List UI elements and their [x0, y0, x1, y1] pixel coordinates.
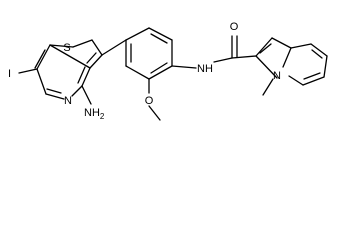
sulfur-label: S: [63, 42, 70, 54]
bond: [125, 65, 150, 80]
bond: [18, 68, 38, 74]
bond: [255, 37, 273, 57]
bond: [125, 27, 150, 41]
bond: [259, 43, 272, 54]
indole-nitrogen-label: N: [273, 70, 281, 82]
bond: [77, 66, 86, 84]
bond: [49, 44, 74, 48]
bond: [81, 67, 91, 87]
bond: [171, 65, 197, 69]
bond: [213, 57, 233, 63]
bond: [262, 78, 274, 96]
bond: [49, 44, 91, 69]
bond: [86, 52, 97, 64]
pyridine-nitrogen-label: N: [64, 95, 72, 107]
bond: [310, 43, 328, 57]
bond: [282, 47, 292, 68]
bond: [271, 37, 292, 49]
bond: [288, 75, 304, 86]
bond: [45, 93, 65, 100]
carbonyl-oxygen-label: O: [230, 21, 239, 33]
methoxy-oxygen-label: O: [145, 95, 154, 107]
amide-nh-label: NH: [197, 63, 213, 75]
bond: [148, 105, 161, 121]
bond: [311, 49, 323, 59]
bond: [89, 54, 103, 69]
amino-label: NH2: [84, 107, 105, 121]
iodine-label: I: [8, 68, 11, 80]
bond: [36, 44, 51, 70]
bonds: [18, 27, 328, 121]
bond: [46, 88, 62, 94]
bond: [148, 27, 173, 41]
bond: [71, 85, 83, 97]
bond: [101, 39, 127, 56]
bond: [255, 55, 278, 79]
bond: [302, 76, 325, 86]
bond: [91, 39, 103, 56]
bond: [34, 49, 46, 69]
atom-labels: I S N NH2 O NH O N: [8, 21, 281, 121]
bond: [72, 39, 93, 48]
bond: [290, 43, 312, 49]
bond: [36, 68, 47, 95]
bond: [150, 62, 168, 74]
bond: [323, 55, 328, 78]
chemical-structure: I S N NH2 O NH O N: [8, 21, 328, 121]
bond: [150, 33, 168, 44]
bond: [148, 65, 173, 80]
bond: [303, 72, 321, 80]
bond: [231, 55, 257, 59]
bond: [81, 85, 92, 105]
